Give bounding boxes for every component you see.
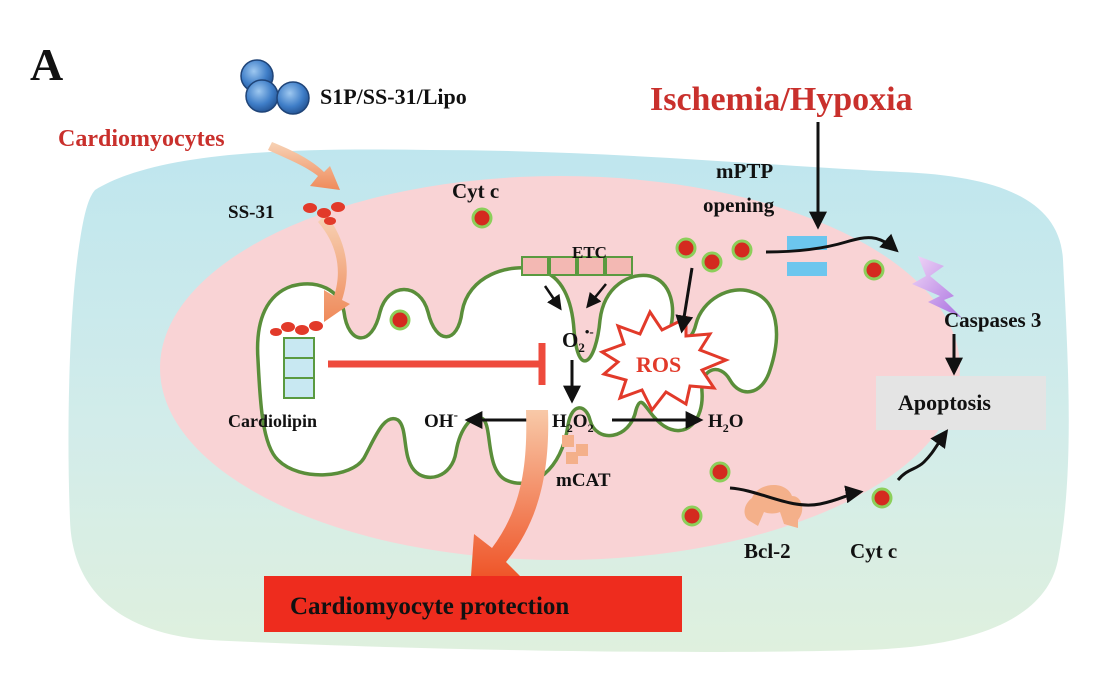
cytc-dot bbox=[675, 237, 697, 259]
nanoparticle-label: S1P/SS-31/Lipo bbox=[320, 84, 467, 109]
cytc-bottom-label: Cyt c bbox=[850, 539, 897, 563]
ischemia-label: Ischemia/Hypoxia bbox=[650, 81, 913, 118]
bcl2-label: Bcl-2 bbox=[744, 539, 791, 563]
cytc-dot bbox=[471, 207, 493, 229]
h2o-label: H2O bbox=[708, 411, 744, 435]
mptp-label-line1: mPTP bbox=[716, 159, 773, 183]
cytc-dot bbox=[871, 487, 893, 509]
protection-label: Cardiomyocyte protection bbox=[290, 593, 569, 620]
cytc-release-arrow bbox=[765, 233, 899, 254]
bcl2-cytc-arrow bbox=[729, 485, 864, 507]
cytc-dot bbox=[731, 239, 753, 261]
caspases-label: Caspases 3 bbox=[944, 308, 1041, 332]
mptp-channel bbox=[787, 236, 827, 276]
cytc-dot bbox=[389, 309, 411, 331]
etc-arrow-right bbox=[586, 283, 607, 309]
inhibition-arrow bbox=[328, 343, 546, 385]
cytc-to-apoptosis-arrow bbox=[896, 429, 949, 481]
mptp-label-line2: opening bbox=[703, 193, 775, 217]
protection-arrow bbox=[470, 410, 549, 590]
mcat-label: mCAT bbox=[556, 470, 611, 491]
cardiolipin-stack bbox=[270, 321, 323, 399]
cytc-dot bbox=[701, 251, 723, 273]
cardiomyocytes-label: Cardiomyocytes bbox=[58, 126, 225, 152]
entry-arrow-1 bbox=[268, 142, 340, 190]
etc-arrow-left bbox=[543, 285, 562, 311]
apoptosis-label: Apoptosis bbox=[898, 390, 991, 415]
ros-burst bbox=[598, 308, 731, 413]
etc-label: ETC bbox=[572, 243, 607, 262]
cardiolipin-label: Cardiolipin bbox=[228, 411, 317, 431]
protection-box bbox=[264, 576, 682, 632]
nanoparticle-cluster bbox=[240, 59, 310, 115]
etc-complex bbox=[521, 256, 633, 276]
caspase-bolt-icon bbox=[912, 256, 962, 318]
panel-label: A bbox=[30, 39, 63, 90]
h2o2-label: H2O2 bbox=[552, 411, 594, 435]
ss31-label: SS-31 bbox=[228, 202, 274, 223]
cytc-dot bbox=[863, 259, 885, 281]
cytc-molecules bbox=[389, 207, 893, 527]
apoptosis-box bbox=[876, 376, 1046, 430]
ros-label: ROS bbox=[636, 352, 681, 377]
cytc-dot bbox=[681, 505, 703, 527]
bcl2-shape bbox=[744, 484, 803, 528]
entry-arrow-2 bbox=[318, 214, 350, 322]
ss31-pellets bbox=[303, 202, 345, 225]
cytc-to-ros-arrow bbox=[675, 267, 694, 334]
hydroxyl-label: OH- bbox=[424, 407, 458, 432]
cytc-dot bbox=[709, 461, 731, 483]
superoxide-label: O2•- bbox=[562, 324, 594, 355]
cytc-top-label: Cyt c bbox=[452, 179, 499, 203]
mcat-enzyme bbox=[562, 435, 588, 464]
